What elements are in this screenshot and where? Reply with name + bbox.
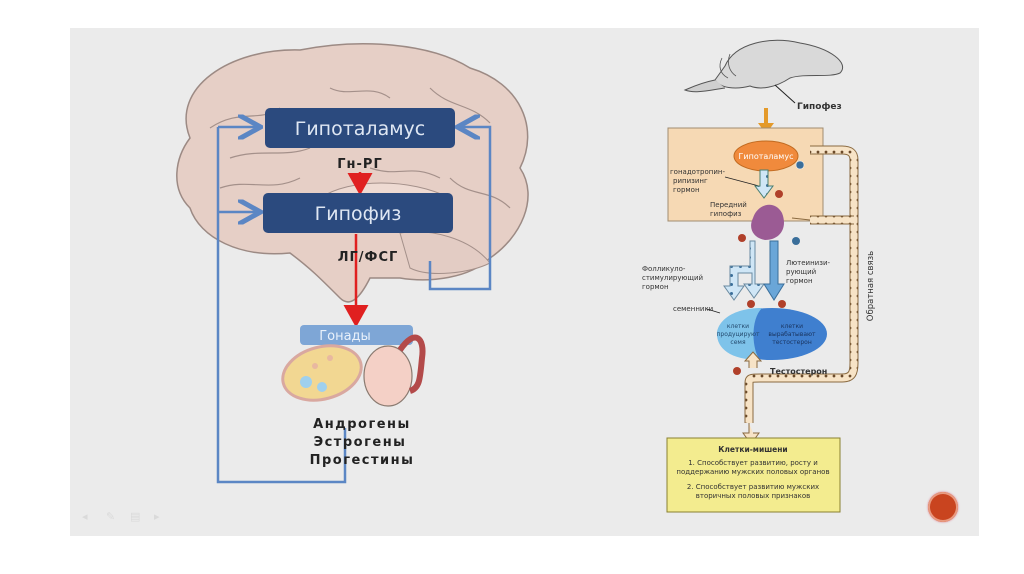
svg-text:1. Способствует развитию, рост: 1. Способствует развитию, росту и — [688, 459, 818, 467]
lh-fsh-label: ЛГ/ФСГ — [338, 250, 399, 265]
forward-icon[interactable]: ▸ — [154, 510, 160, 523]
svg-text:рипизинг: рипизинг — [673, 177, 708, 185]
feedback-label: Обратная связь — [866, 251, 876, 321]
left-feedback-loop — [216, 127, 492, 484]
svg-text:Передний: Передний — [710, 201, 747, 209]
fsh-arrow — [723, 240, 765, 301]
svg-text:семя: семя — [730, 339, 746, 346]
svg-text:Лютеинизи-: Лютеинизи- — [786, 259, 830, 267]
next-slide-button[interactable] — [928, 492, 958, 522]
pituitary-pointer-label: Гипофез — [797, 102, 842, 112]
lh-label: Лютеинизи- рующий гормон — [786, 259, 830, 285]
svg-text:тестостерон: тестостерон — [772, 339, 812, 346]
slide-toolbar: ◂ ✎ ▤ ▸ — [82, 510, 168, 523]
gonads-illustration: Гонады — [281, 325, 426, 407]
hormone-androgens: Андрогены — [313, 417, 411, 432]
testis-illustration: клетки продуцируют семя клетки вырабатыв… — [717, 308, 827, 360]
brain-panel — [667, 127, 824, 222]
svg-text:Фолликуло-: Фолликуло- — [642, 265, 686, 273]
anterior-pituitary — [751, 204, 785, 240]
feedback-pathway — [742, 145, 859, 446]
svg-text:клетки: клетки — [781, 323, 803, 330]
svg-text:рующий: рующий — [786, 268, 816, 276]
svg-text:Клетки-мишени: Клетки-мишени — [718, 445, 787, 454]
svg-text:гормон: гормон — [786, 277, 813, 285]
testosterone-label: Тестостерон — [770, 367, 827, 376]
slide: Гипоталамус Гн-РГ Гипофиз ЛГ/ФСГ Гонады … — [70, 28, 979, 536]
fsh-label: Фолликуло- стимулирующий гормон — [642, 265, 703, 291]
slides-icon[interactable]: ▤ — [130, 510, 141, 523]
svg-text:клетки: клетки — [727, 323, 749, 330]
gonads-label: Гонады — [319, 329, 371, 344]
anterior-pituitary-label: Передний гипофиз — [710, 201, 747, 218]
svg-text:гипофиз: гипофиз — [710, 210, 742, 218]
gnrh-label-right: гонадотропин- рипизинг гормон — [670, 168, 725, 194]
target-cells-box: Клетки-мишени 1. Способствует развитию, … — [666, 437, 841, 513]
svg-text:стимулирующий: стимулирующий — [642, 274, 703, 282]
pituitary-label: Гипофиз — [315, 203, 402, 225]
hypothalamus-box: Гипоталамус — [265, 108, 455, 148]
pen-icon[interactable]: ✎ — [106, 510, 116, 523]
hypothalamus-label: Гипоталамус — [295, 118, 426, 140]
gnrh-label: Гн-РГ — [337, 157, 382, 172]
hormone-progestins: Прогестины — [310, 453, 415, 468]
svg-text:вторичных половых признаков: вторичных половых признаков — [696, 492, 811, 500]
slide-canvas: Гипоталамус Гн-РГ Гипофиз ЛГ/ФСГ Гонады … — [176, 39, 876, 513]
svg-text:гонадотропин-: гонадотропин- — [670, 168, 725, 176]
hypothalamus-ellipse-label: Гипоталамус — [739, 152, 794, 161]
svg-text:гормон: гормон — [673, 186, 700, 194]
gnrh-arrow-right — [754, 169, 774, 199]
pituitary-box: Гипофиз — [263, 193, 453, 233]
svg-text:вырабатывают: вырабатывают — [768, 331, 816, 338]
svg-text:гормон: гормон — [642, 283, 669, 291]
gonad-hormones-list: Андрогены Эстрогены Прогестины — [310, 417, 415, 468]
lh-arrow — [763, 240, 785, 301]
hormone-estrogens: Эстрогены — [314, 435, 407, 450]
svg-text:продуцируют: продуцируют — [717, 331, 760, 338]
brain-sketch — [683, 39, 843, 104]
svg-text:2. Способствует развитию мужск: 2. Способствует развитию мужских — [687, 483, 819, 491]
testes-label: семенники — [673, 305, 713, 313]
svg-text:поддержанию мужских половых ор: поддержанию мужских половых органов — [676, 468, 829, 476]
back-icon[interactable]: ◂ — [82, 510, 88, 523]
